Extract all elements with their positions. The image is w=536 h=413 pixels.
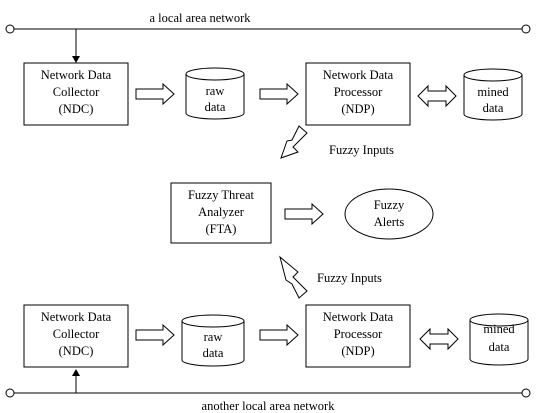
- bottom-network-left-terminal: [5, 388, 15, 398]
- bottom-collector-box: Network Data Collector (NDC): [23, 304, 129, 368]
- top-collector-to-raw-arrow: [135, 82, 175, 106]
- alerts-line-2: Alerts: [374, 215, 405, 229]
- top-network: a local area network: [5, 11, 531, 63]
- top-mined-line-2: data: [483, 101, 504, 115]
- bottom-network-up-arrowhead: [72, 369, 80, 376]
- top-fuzzy-inputs-arrow: [280, 125, 308, 159]
- top-collector-line-3: (NDC): [59, 102, 94, 116]
- top-mined-line-1: mined: [477, 85, 509, 99]
- top-processor-line-3: (NDP): [341, 102, 374, 116]
- analyzer-line-3: (FTA): [206, 222, 237, 236]
- bottom-processor-line-1: Network Data: [323, 310, 394, 324]
- bottom-processor-line-2: Processor: [334, 327, 383, 341]
- top-processor-line-2: Processor: [334, 85, 383, 99]
- bottom-mined-data-cylinder: mined data: [469, 313, 529, 366]
- analyzer-box: Fuzzy Threat Analyzer (FTA): [170, 182, 272, 244]
- top-processor-line-1: Network Data: [323, 68, 394, 82]
- top-mined-data-cylinder: mined data: [463, 68, 523, 121]
- top-fuzzy-inputs-label: Fuzzy Inputs: [329, 143, 394, 157]
- bottom-raw-line-2: data: [203, 346, 224, 360]
- bottom-mined-line-1: mined: [483, 322, 515, 336]
- analyzer-rect: [170, 182, 272, 244]
- analyzer-line-1: Fuzzy Threat: [188, 188, 255, 202]
- top-collector-line-1: Network Data: [41, 68, 112, 82]
- bottom-raw-line-1: raw: [204, 330, 223, 344]
- top-collector-line-2: Collector: [53, 85, 100, 99]
- bottom-raw-cylinder-body: [181, 321, 245, 367]
- bottom-collector-line-1: Network Data: [41, 310, 112, 324]
- top-network-down-arrowhead: [72, 56, 80, 63]
- fuzzy-alerts-ellipse: Fuzzy Alerts: [344, 188, 434, 240]
- bottom-raw-data-cylinder: raw data: [181, 314, 245, 367]
- top-network-label: a local area network: [150, 11, 252, 25]
- bottom-fuzzy-inputs-arrow: [279, 255, 308, 299]
- bottom-network-label: another local area network: [202, 399, 336, 413]
- bottom-mined-cylinder-top: [469, 313, 529, 327]
- bottom-collector-line-3: (NDC): [59, 344, 94, 358]
- bottom-raw-cylinder-top: [181, 314, 245, 328]
- top-raw-data-cylinder: raw data: [185, 67, 245, 120]
- top-raw-to-processor-arrow: [259, 82, 299, 106]
- top-collector-box: Network Data Collector (NDC): [23, 62, 129, 126]
- bottom-mined-line-2: data: [489, 340, 510, 354]
- bottom-processor-rect: [305, 304, 411, 368]
- top-mined-cylinder-body: [463, 75, 523, 121]
- analyzer-line-2: Analyzer: [198, 205, 245, 219]
- analyzer-to-alerts-arrow: [284, 202, 324, 226]
- bottom-processor-line-3: (NDP): [341, 344, 374, 358]
- top-network-left-terminal: [5, 24, 15, 34]
- top-collector-rect: [23, 62, 129, 126]
- bottom-processor-box: Network Data Processor (NDP): [305, 304, 411, 368]
- top-network-right-terminal: [521, 24, 531, 34]
- bottom-processor-mined-double-arrow: [419, 327, 459, 351]
- bottom-network: another local area network: [5, 369, 531, 413]
- top-raw-cylinder-top: [185, 67, 245, 81]
- alerts-ellipse-shape: [344, 188, 434, 240]
- top-processor-mined-double-arrow: [417, 84, 457, 108]
- top-processor-box: Network Data Processor (NDP): [305, 62, 411, 126]
- bottom-mined-cylinder-body: [469, 320, 529, 366]
- top-processor-rect: [305, 62, 411, 126]
- bottom-fuzzy-inputs-label: Fuzzy Inputs: [317, 271, 382, 285]
- bottom-collector-line-2: Collector: [53, 327, 100, 341]
- bottom-network-right-terminal: [521, 388, 531, 398]
- top-raw-line-2: data: [205, 100, 226, 114]
- bottom-raw-to-processor-arrow: [259, 323, 299, 347]
- bottom-collector-to-raw-arrow: [135, 323, 175, 347]
- bottom-collector-rect: [23, 304, 129, 368]
- top-mined-cylinder-top: [463, 68, 523, 82]
- top-raw-cylinder-body: [185, 74, 245, 120]
- alerts-line-1: Fuzzy: [374, 198, 405, 212]
- top-raw-line-1: raw: [206, 84, 225, 98]
